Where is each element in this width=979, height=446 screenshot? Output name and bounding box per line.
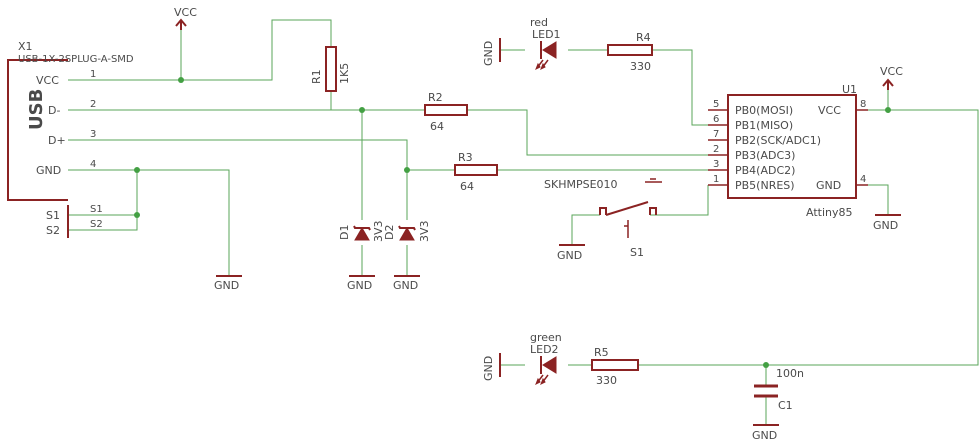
gnd-symbol-led2: GND	[482, 353, 501, 381]
gnd-symbol-u1: GND	[873, 214, 901, 232]
u1-pin-pb1: PB1(MISO)	[735, 119, 793, 132]
r4-value: 330	[630, 60, 651, 73]
zener-d1: D1 3V3	[338, 220, 385, 242]
s1-ref: S1	[630, 246, 644, 259]
x1-pinnum-4: 4	[90, 159, 96, 170]
resistor-r4: R4 330	[607, 31, 653, 73]
resistor-r1: R1 1K5	[310, 46, 351, 92]
u1-pin-pb0: PB0(MOSI)	[735, 104, 793, 117]
led2: green LED2	[530, 331, 562, 386]
r2-ref: R2	[428, 91, 443, 104]
ic-u1: U1 Attiny85 PB0(MOSI) PB1(MISO) PB2(SCK/…	[708, 83, 868, 219]
junctions	[134, 77, 891, 368]
r1-value: 1K5	[338, 63, 351, 84]
x1-pin-dplus: D+	[48, 134, 66, 147]
u1-pinnum-5: 5	[713, 99, 719, 110]
gnd-label-d1: GND	[347, 279, 372, 292]
u1-value: Attiny85	[806, 206, 853, 219]
led1-ref: LED1	[532, 28, 561, 41]
zener-d2: D2 3V3	[383, 220, 431, 242]
r4-ref: R4	[636, 31, 651, 44]
d1-ref: D1	[338, 225, 351, 240]
u1-pin-gnd: GND	[816, 179, 841, 192]
vcc-label-u1: VCC	[880, 65, 903, 78]
x1-value: USB-1X-2SPLUG-A-SMD	[18, 54, 134, 65]
c1-value: 100n	[776, 367, 804, 380]
x1-ref: X1	[18, 40, 33, 53]
d1-value: 3V3	[372, 220, 385, 242]
u1-pin-pb4: PB4(ADC2)	[735, 164, 795, 177]
vcc-symbol-usb: VCC	[174, 6, 197, 30]
r5-value: 330	[596, 374, 617, 387]
gnd-symbol-switch: GND	[557, 244, 585, 262]
r3-value: 64	[460, 180, 474, 193]
u1-pinnum-7: 7	[713, 129, 719, 140]
x1-pin-vcc: VCC	[36, 74, 59, 87]
vcc-symbol-u1: VCC	[880, 65, 903, 90]
led1-color: red	[530, 16, 548, 29]
led1: red LED1	[530, 16, 561, 71]
s1-value: SKHMPSE010	[544, 178, 618, 191]
gnd-label-c1: GND	[752, 429, 777, 442]
gnd-label-usb: GND	[214, 279, 239, 292]
x1-pin-gnd: GND	[36, 164, 61, 177]
r3-ref: R3	[458, 151, 473, 164]
u1-ref: U1	[842, 83, 857, 96]
r1-ref: R1	[310, 69, 323, 84]
x1-pin-dminus: D-	[48, 104, 60, 117]
wires	[68, 19, 979, 425]
x1-pinnum-3: 3	[90, 129, 96, 140]
led2-ref: LED2	[530, 343, 559, 356]
u1-pin-pb3: PB3(ADC3)	[735, 149, 795, 162]
vcc-label-usb: VCC	[174, 6, 197, 19]
gnd-symbol-led1: GND	[482, 38, 501, 66]
resistor-r2: R2 64	[424, 91, 468, 133]
x1-shield-s1-num: S1	[90, 204, 103, 215]
gnd-label-led1: GND	[482, 41, 495, 66]
gnd-label-led2: GND	[482, 356, 495, 381]
gnd-label-d2: GND	[393, 279, 418, 292]
x1-shield-s2-num: S2	[90, 219, 103, 230]
gnd-label-switch: GND	[557, 249, 582, 262]
u1-pin-pb2: PB2(SCK/ADC1)	[735, 134, 821, 147]
resistor-r3: R3 64	[454, 151, 498, 193]
u1-pinnum-2: 2	[713, 144, 719, 155]
u1-pinnum-6: 6	[713, 114, 719, 125]
capacitor-c1: 100n C1	[754, 367, 804, 412]
u1-pinnum-4: 4	[860, 174, 866, 185]
u1-pinnum-1: 1	[713, 174, 719, 185]
x1-shield-s2-label: S2	[46, 224, 60, 237]
x1-pinnum-2: 2	[90, 99, 96, 110]
resistor-r5: R5 330	[591, 346, 639, 387]
switch-s1: SKHMPSE010 S1	[544, 178, 662, 259]
u1-pinnum-8: 8	[860, 99, 866, 110]
x1-shield-s1-label: S1	[46, 209, 60, 222]
usb-connector-x1: X1 USB-1X-2SPLUG-A-SMD USB VCC D- D+ GND…	[7, 40, 134, 238]
u1-pin-vcc: VCC	[818, 104, 841, 117]
gnd-symbol-d2: GND	[393, 275, 420, 292]
r2-value: 64	[430, 120, 444, 133]
x1-body-label: USB	[26, 89, 47, 130]
d2-value: 3V3	[418, 220, 431, 242]
u1-pinnum-3: 3	[713, 159, 719, 170]
x1-pinnum-1: 1	[90, 69, 96, 80]
r5-ref: R5	[594, 346, 609, 359]
gnd-symbol-c1: GND	[752, 424, 779, 442]
u1-pin-pb5: PB5(NRES)	[735, 179, 795, 192]
gnd-label-u1: GND	[873, 219, 898, 232]
c1-ref: C1	[778, 399, 793, 412]
d2-ref: D2	[383, 225, 396, 240]
gnd-symbol-usb: GND	[214, 275, 242, 292]
gnd-symbol-d1: GND	[347, 275, 375, 292]
led2-color: green	[530, 331, 562, 344]
